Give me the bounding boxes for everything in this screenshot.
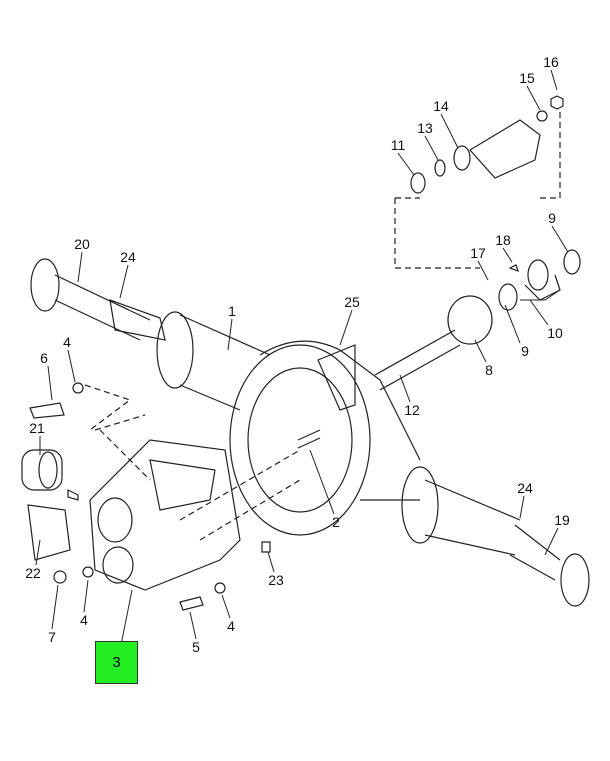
left-small-parts (21, 382, 321, 611)
callout-21[interactable]: 21 (29, 420, 45, 436)
callout-1[interactable]: 1 (228, 303, 236, 319)
callout-5[interactable]: 5 (192, 639, 200, 655)
callout-22[interactable]: 22 (25, 565, 41, 581)
dashed-group-outline (394, 110, 561, 269)
pinion-parts (374, 249, 581, 391)
callout-9[interactable]: 9 (548, 210, 556, 226)
callout-4[interactable]: 4 (63, 334, 71, 350)
callout-17[interactable]: 17 (470, 245, 486, 261)
callout-4b[interactable]: 4 (80, 612, 88, 628)
differential-carrier (89, 414, 301, 591)
callout-24[interactable]: 24 (120, 249, 136, 265)
highlighted-callout-3[interactable]: 3 (95, 641, 138, 684)
axle-housing (156, 311, 521, 556)
callout-18[interactable]: 18 (495, 232, 511, 248)
callout-10[interactable]: 10 (547, 325, 563, 341)
callout-9b[interactable]: 9 (521, 343, 529, 359)
callout-23[interactable]: 23 (268, 572, 284, 588)
callout-2[interactable]: 2 (332, 514, 340, 530)
callout-14[interactable]: 14 (433, 98, 449, 114)
callout-4c[interactable]: 4 (227, 618, 235, 634)
callout-25[interactable]: 25 (344, 294, 360, 310)
callout-15[interactable]: 15 (519, 70, 535, 86)
callout-6[interactable]: 6 (40, 350, 48, 366)
callout-13[interactable]: 13 (417, 120, 433, 136)
callout-16[interactable]: 16 (543, 54, 559, 70)
callout-7[interactable]: 7 (48, 629, 56, 645)
leader-lines (35, 69, 569, 651)
callout-20[interactable]: 20 (74, 236, 90, 252)
axle-shaft-left (30, 258, 166, 341)
axle-shaft-right (509, 524, 590, 607)
callout-12[interactable]: 12 (404, 402, 420, 418)
callout-19[interactable]: 19 (554, 512, 570, 528)
callout-8[interactable]: 8 (485, 362, 493, 378)
pinion-yoke (410, 95, 564, 194)
callout-11[interactable]: 11 (390, 137, 406, 153)
callout-24b[interactable]: 24 (517, 480, 533, 496)
